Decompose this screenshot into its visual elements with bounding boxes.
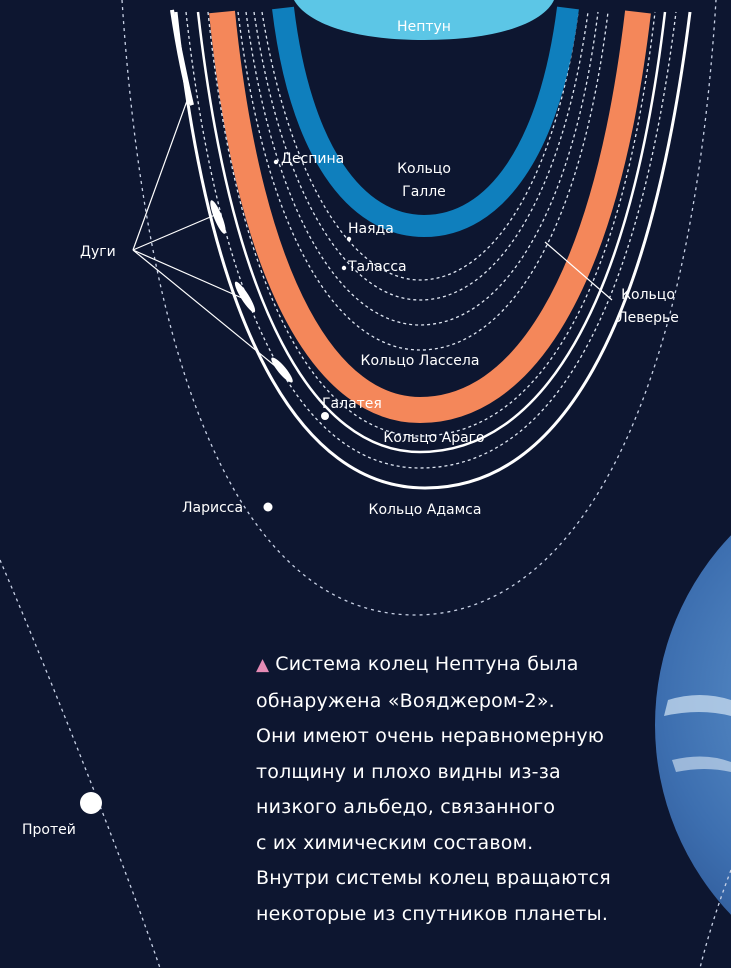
galatea-dot xyxy=(321,412,329,420)
caption-line-4: толщину и плохо видны из-за xyxy=(256,760,561,783)
leverrier-ring xyxy=(196,11,667,454)
despina-orbit xyxy=(253,11,589,301)
lassell-label: Кольцо Ласселa xyxy=(361,353,480,369)
adams-ring xyxy=(174,11,692,490)
thalassa-dot xyxy=(341,265,347,271)
caption-line-7: Внутри системы колец вращаются xyxy=(256,867,611,889)
proteus-orbit xyxy=(0,559,161,968)
neptune-planet-edge xyxy=(655,535,731,915)
proteus-label: Протей xyxy=(22,822,76,838)
adams-label: Кольцо Адамса xyxy=(369,502,482,518)
leverrier-label-line2: Леверье xyxy=(617,310,679,326)
larissa-dot xyxy=(263,502,273,512)
lassell-ring xyxy=(209,10,651,424)
thalassa-label: Таласса xyxy=(347,259,407,275)
arago-ring xyxy=(185,11,677,469)
caption-text-1: Система колец Нептуна была xyxy=(275,653,579,675)
galatea-orbit xyxy=(207,11,656,437)
caption-line-5: низкого альбедо, связанного xyxy=(256,796,556,818)
inner-orbit xyxy=(261,11,579,281)
proteus-dot xyxy=(80,792,102,814)
galle-label-line2: Галле xyxy=(402,184,446,200)
arago-label: Кольцо Араго xyxy=(383,430,484,446)
arcs-pointer-lines xyxy=(132,97,613,371)
ring-arc xyxy=(170,9,194,106)
caption-line-6: с их химическим составом. xyxy=(256,831,534,854)
despina-label: Деспина xyxy=(281,151,344,167)
naiad-label: Наяда xyxy=(348,221,394,237)
caption-line-8: некоторые из спутников планеты. xyxy=(256,902,609,925)
caption-block: ▲Система колец Нептуна была обнаружена «… xyxy=(256,647,676,932)
galle-ring xyxy=(272,6,579,238)
galle-label-line1: Кольцо xyxy=(397,161,451,177)
naiad-dot xyxy=(346,236,352,242)
caption-line-1: ▲Система колец Нептуна была xyxy=(256,647,676,684)
neptune-cap xyxy=(294,0,554,40)
larissa-label: Ларисса xyxy=(182,500,243,516)
proteus-orbit-right xyxy=(699,869,731,968)
ring-arc xyxy=(234,281,256,313)
thalassa-orbit xyxy=(237,11,609,351)
galatea-label: Галатея xyxy=(322,396,382,412)
ring-arc xyxy=(271,357,293,383)
larissa-orbit xyxy=(121,0,717,616)
triangle-marker-icon: ▲ xyxy=(256,655,270,675)
arcs-label: Дуги xyxy=(80,244,116,260)
ring-arc xyxy=(210,200,226,234)
leverrier-label-line1: Кольцо xyxy=(621,287,675,303)
despina-dot xyxy=(273,159,279,165)
caption-line-2: обнаружена «Вояджером-2». xyxy=(256,689,555,712)
caption-line-3: Они имеют очень неравномерную xyxy=(256,725,605,747)
neptune-label: Нептун xyxy=(397,19,451,35)
